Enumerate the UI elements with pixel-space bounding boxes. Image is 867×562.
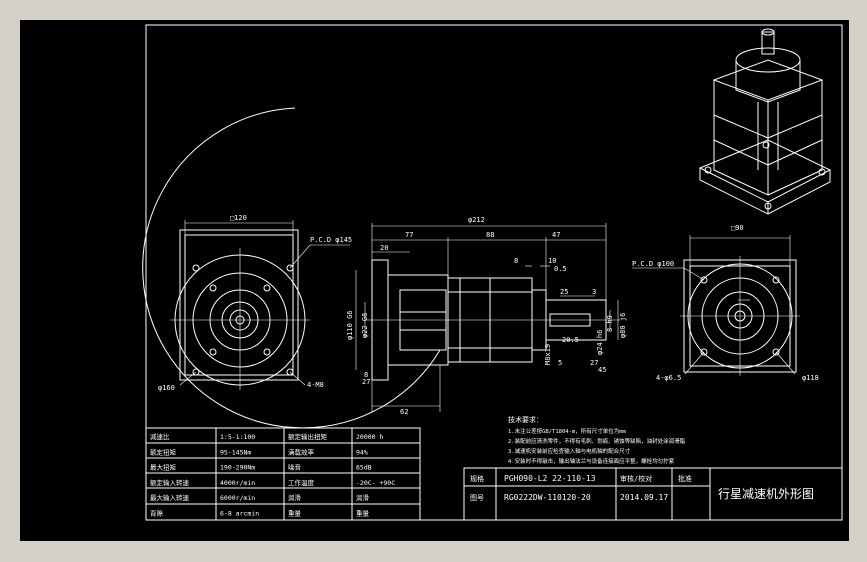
code-value: RG0222DW-110120-20 — [504, 493, 591, 502]
spec-cell-4-0: 最大输入转速 — [150, 493, 190, 502]
note-4: 4.安装时不得敲击，输出轴法兰与设备连接面应平整，螺栓均匀拧紧 — [508, 457, 675, 465]
dim-8b: 8 — [364, 371, 368, 379]
dia-out2: φ24 h6 — [596, 330, 604, 355]
dia-left: φ110 G6 — [346, 310, 354, 340]
right-dia-label: φ118 — [802, 374, 819, 382]
approve-label: 批准 — [678, 474, 692, 483]
front-pcd-label: P.C.D φ145 — [310, 236, 352, 244]
dim-overall: φ212 — [468, 216, 485, 224]
dim-88: 88 — [486, 231, 494, 239]
spec-cell-3-3: -20C- +90C — [356, 479, 395, 487]
right-pcd-label: P.C.D φ100 — [632, 260, 674, 268]
isometric-view — [698, 28, 832, 215]
drawing-title: 行星减速机外形图 — [718, 487, 814, 501]
right-holes-label: 4-φ6.5 — [656, 374, 681, 382]
dim-27: 27 — [362, 378, 370, 386]
spec-cell-5-0: 背隙 — [150, 509, 164, 518]
dim-20: 20 — [380, 244, 388, 252]
tap-label: M8x19 — [544, 344, 552, 365]
spec-cell-4-2: 润滑 — [288, 493, 302, 502]
right-view — [632, 235, 800, 376]
dim-small-5: 5 — [558, 359, 562, 367]
note-1: 1.未注公差按GB/T1804-m，所有尺寸单位为mm — [508, 427, 627, 435]
spec-cell-1-0: 额定扭矩 — [150, 447, 177, 456]
dim-77: 77 — [405, 231, 413, 239]
dim-3: 3 — [592, 288, 596, 296]
side-view — [355, 223, 620, 412]
dim-8: 8 — [514, 257, 518, 265]
spec-cell-5-2: 重量 — [288, 510, 302, 518]
dim-10: 10 — [548, 257, 556, 265]
dim-47: 47 — [552, 231, 560, 239]
front-holes-label: 4-M8 — [307, 381, 324, 389]
note-3: 3.减速机安装前应检查输入轴与电机轴的配合尺寸 — [508, 447, 631, 455]
model-label: 规格 — [470, 474, 484, 483]
title-block — [463, 467, 843, 521]
spec-cell-3-1: 4000r/min — [220, 479, 255, 487]
dia-shaft-in: φ22 G6 — [361, 313, 369, 338]
technical-notes: 技术要求： 1.未注公差按GB/T1804-m，所有尺寸单位为mm 2.装配前应… — [508, 415, 686, 465]
front-view — [170, 220, 350, 390]
right-width-label: □90 — [731, 224, 744, 232]
dim-25: 25 — [560, 288, 568, 296]
spec-cell-4-3: 润滑 — [356, 493, 370, 502]
dim-27b: 27 — [590, 359, 598, 367]
spec-cell-4-1: 6000r/min — [220, 494, 255, 502]
notes-title: 技术要求： — [508, 415, 543, 424]
spec-cell-5-3: 重量 — [356, 510, 370, 518]
spec-cell-0-2: 额定输出扭矩 — [288, 432, 328, 441]
spec-cell-0-3: 20000 h — [356, 433, 383, 441]
model-value: PGH090-L2 22-110-13 — [504, 474, 596, 483]
dim-05: 0.5 — [554, 265, 567, 273]
spec-cell-2-1: 190-290Nm — [220, 464, 255, 472]
front-width-label: □120 — [230, 214, 247, 222]
spec-cell-3-2: 工作温度 — [288, 478, 315, 487]
cad-drawing: □120 P.C.D φ145 φ160 4-M8 — [142, 24, 843, 521]
spec-cell-1-2: 满载效率 — [288, 447, 315, 456]
drawing-date: 2014.09.17 — [620, 493, 668, 502]
key-width: 8 h9 — [606, 315, 614, 332]
spec-cell-0-1: 1:5-1:100 — [220, 433, 255, 441]
check-label: 审核/校对 — [620, 474, 652, 483]
large-arc — [142, 107, 441, 429]
drawing-canvas[interactable]: □120 P.C.D φ145 φ160 4-M8 — [20, 20, 849, 541]
drawing-border — [145, 24, 843, 521]
dia-out1: φ80 j6 — [619, 313, 627, 338]
code-label: 图号 — [470, 494, 484, 502]
front-dia-label: φ160 — [158, 384, 175, 392]
spec-cell-5-1: 6-8 arcmin — [220, 510, 259, 518]
specs-table-cells: 减速比 1:5-1:100 额定输出扭矩 20000 h 额定扭矩 95-145Nm 满载效… — [150, 432, 395, 518]
dim-62: 62 — [400, 408, 408, 416]
note-2: 2.装配前应清洗零件，不得有毛刺、划痕、锈蚀等缺陷，油封处涂润滑脂 — [508, 437, 686, 445]
spec-cell-2-0: 最大扭矩 — [150, 463, 177, 472]
spec-cell-2-3: 65dB — [356, 464, 372, 472]
spec-cell-2-2: 噪音 — [288, 463, 302, 472]
key-depth: 20.5 — [562, 336, 579, 344]
spec-cell-0-0: 减速比 — [150, 432, 170, 441]
spec-cell-1-1: 95-145Nm — [220, 448, 251, 456]
dim-45: 45 — [598, 366, 606, 374]
specs-table — [145, 427, 421, 521]
spec-cell-1-3: 94% — [356, 448, 368, 456]
spec-cell-3-0: 额定输入转速 — [150, 478, 190, 487]
